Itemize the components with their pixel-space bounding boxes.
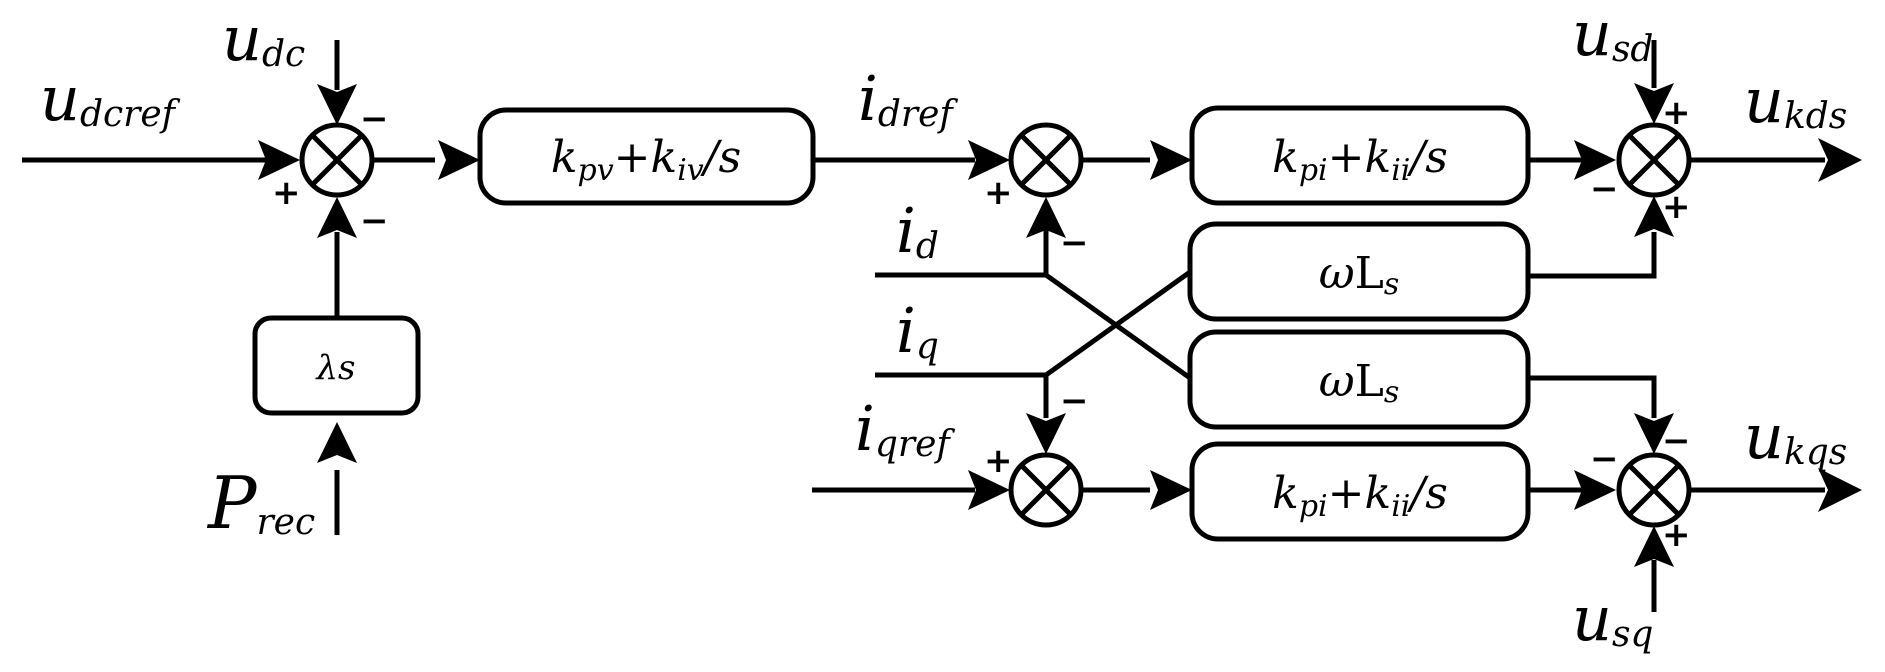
label-iqref: iqref <box>855 392 955 465</box>
wire-iq <box>875 372 1049 418</box>
sign-s2-left: + <box>984 173 1013 213</box>
sign-s3-top: + <box>1662 93 1691 133</box>
arrowhead <box>317 197 357 238</box>
arrowhead <box>438 140 480 180</box>
sign-s2-bottom: − <box>1060 223 1089 263</box>
label-udcref: udcref <box>40 62 181 135</box>
arrowhead <box>1634 196 1674 237</box>
arrowhead <box>258 140 300 180</box>
summing-junction-5 <box>1616 452 1692 528</box>
label-usd: usd <box>1572 0 1653 70</box>
sign-s4-left: + <box>984 441 1013 481</box>
pi-voltage-block: kpv+kiv/s <box>477 107 816 206</box>
sign-s1-top: − <box>360 99 389 139</box>
label-idref: idref <box>858 62 958 135</box>
arrowhead <box>1634 413 1674 454</box>
summing-junction-2 <box>1008 122 1084 198</box>
wire-iq-cross <box>1044 269 1192 378</box>
arrowhead <box>1574 140 1616 180</box>
label-ukqs: ukqs <box>1744 400 1847 473</box>
omega-ls-block-bottom: ωLs <box>1187 329 1531 430</box>
wire-omega-bottom-out <box>1528 375 1657 418</box>
sign-s4-top: − <box>1060 381 1089 421</box>
arrowhead <box>1818 138 1862 182</box>
sign-s5-top: − <box>1662 421 1691 461</box>
sign-s3-left: − <box>1590 169 1619 209</box>
arrowhead <box>1150 140 1192 180</box>
summing-junction-1 <box>299 122 375 198</box>
svg-text:kpi+kii/s: kpi+kii/s <box>1272 468 1448 524</box>
sign-s5-bottom: + <box>1662 515 1691 555</box>
arrowhead <box>317 84 357 125</box>
wire-omega-top-out <box>1528 232 1657 279</box>
label-udc: udc <box>222 2 305 75</box>
arrowhead <box>1574 470 1616 510</box>
lambda-block: λs <box>252 315 421 416</box>
label-ukds: ukds <box>1744 64 1847 137</box>
svg-text:ωLs: ωLs <box>1319 356 1400 410</box>
pi-q-block: kpi+kii/s <box>1189 441 1531 542</box>
sign-s1-bottom: − <box>360 201 389 241</box>
arrowhead <box>1150 470 1192 510</box>
arrowhead <box>1818 468 1862 512</box>
pi-d-block: kpi+kii/s <box>1189 105 1531 206</box>
summing-junction-3 <box>1616 122 1692 198</box>
label-id: id <box>896 194 939 267</box>
omega-ls-block-top: ωLs <box>1187 221 1531 322</box>
sign-s1-left: + <box>272 173 301 213</box>
svg-text:kpv+kiv/s: kpv+kiv/s <box>551 132 741 188</box>
label-usq: usq <box>1572 582 1653 655</box>
svg-text:kpi+kii/s: kpi+kii/s <box>1272 132 1448 188</box>
arrowhead <box>317 422 357 463</box>
arrowhead <box>1026 197 1066 238</box>
summing-junction-4 <box>1008 452 1084 528</box>
svg-text:λs: λs <box>315 348 356 388</box>
label-prec: Prec <box>206 461 315 545</box>
arrowhead <box>968 140 1010 180</box>
arrowhead <box>1634 526 1674 567</box>
label-iq: iq <box>896 294 939 367</box>
arrowhead <box>968 470 1010 510</box>
sign-s5-left: − <box>1590 439 1619 479</box>
svg-text:ωLs: ωLs <box>1319 248 1400 302</box>
arrowhead <box>1634 83 1674 124</box>
arrowhead <box>1026 413 1066 454</box>
sign-s3-bottom: + <box>1662 187 1691 227</box>
